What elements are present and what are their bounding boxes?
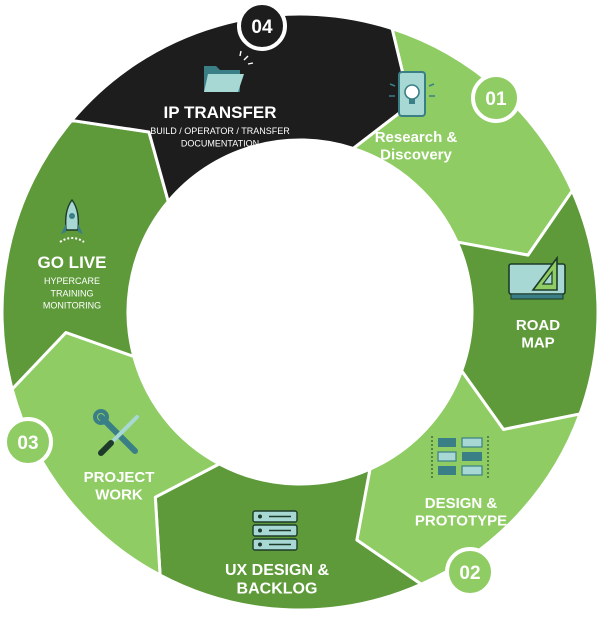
center-hole	[128, 140, 472, 484]
segment-title-project: WORK	[95, 486, 143, 503]
badge-number: 01	[485, 89, 507, 110]
segment-title-ux: UX DESIGN &	[225, 562, 329, 579]
segment-subtitle-golive: TRAINING	[50, 288, 93, 298]
rocket-icon	[59, 198, 85, 243]
badge-number: 03	[17, 433, 38, 454]
segment-subtitle-golive: MONITORING	[43, 300, 101, 310]
lightbulb-phone-icon	[389, 71, 435, 117]
segment-subtitle-iptransfer: BUILD / OPERATOR / TRANSFER	[150, 126, 290, 136]
server-stack-icon	[252, 510, 298, 551]
badge-number: 02	[459, 563, 480, 584]
segment-subtitle-golive: HYPERCARE	[44, 276, 100, 286]
badge-circle	[471, 73, 521, 123]
badge-circle	[237, 1, 287, 51]
badge-number: 04	[251, 17, 273, 38]
segment-title-iptransfer: IP TRANSFER	[163, 103, 276, 122]
step-badge-03: 03	[3, 417, 53, 467]
segment-title-golive: GO LIVE	[38, 253, 107, 272]
step-badges: 01 02 03 04	[3, 1, 521, 597]
segment-title-roadmap: MAP	[521, 334, 554, 351]
ring-segments	[0, 12, 600, 612]
drafting-tools-icon	[508, 255, 566, 300]
step-badge-01: 01	[471, 73, 521, 123]
segment-subtitle-iptransfer: DOCUMENTATION	[181, 138, 259, 148]
segment-title-research: Discovery	[380, 146, 452, 163]
segment-title-project: PROJECT	[84, 469, 155, 486]
segment-icons	[59, 50, 566, 551]
wireframe-icon	[431, 436, 489, 480]
folder-icon	[204, 50, 254, 92]
segment-title-roadmap: ROAD	[516, 317, 560, 334]
segment-title-design: DESIGN &	[425, 495, 498, 512]
segment-title-research: Research &	[375, 129, 458, 146]
segment-title-ux: BACKLOG	[237, 580, 318, 597]
step-badge-02: 02	[445, 547, 495, 597]
badge-circle	[3, 417, 53, 467]
segment-title-design: PROTOTYPE	[415, 512, 507, 529]
badge-circle	[445, 547, 495, 597]
wrench-screwdriver-icon	[93, 409, 139, 456]
step-badge-04: 04	[237, 1, 287, 51]
